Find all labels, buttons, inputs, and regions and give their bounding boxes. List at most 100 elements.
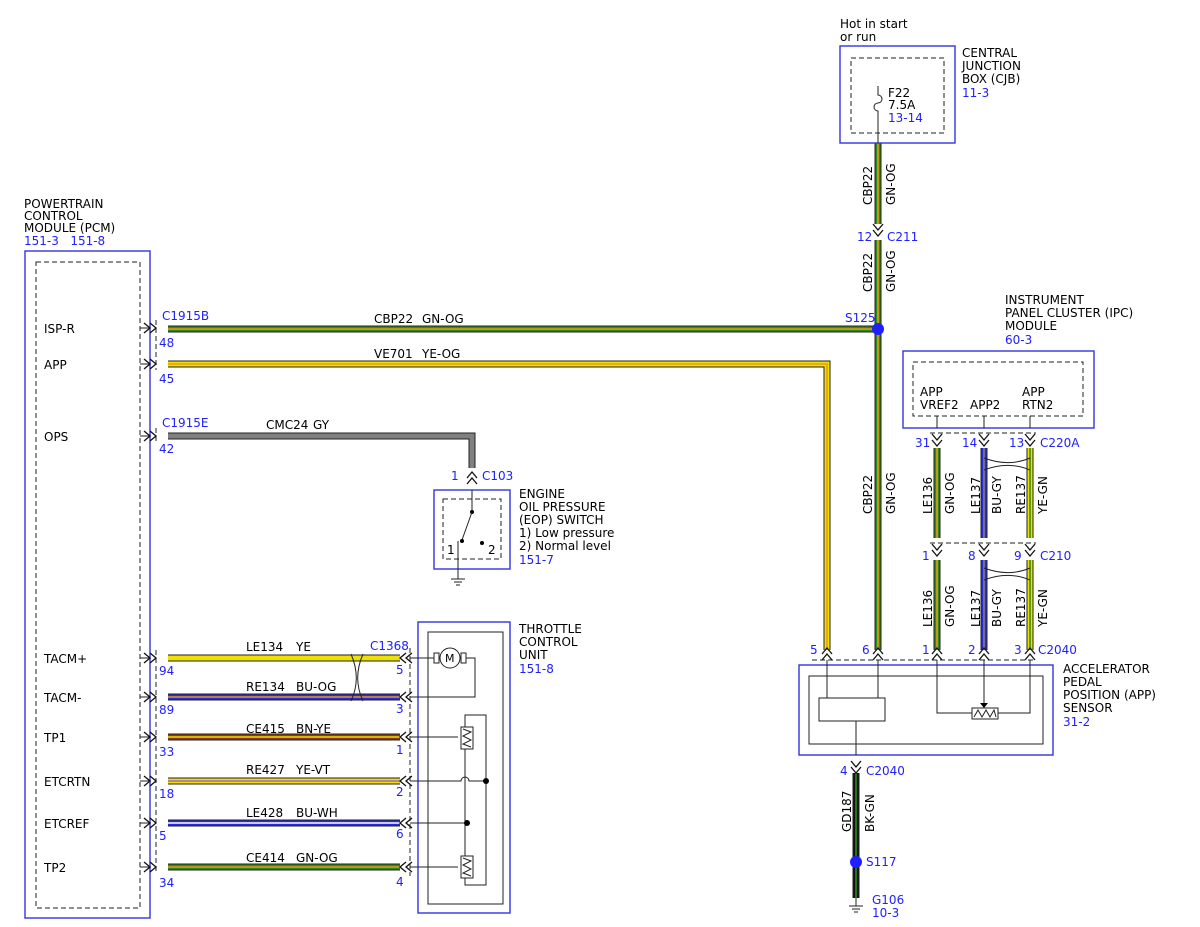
wire-label-le137-b-color: BU-GY (990, 589, 1004, 627)
fuse-rating: 7.5A (888, 98, 916, 112)
wire-label-cbp22-low-color: GN-OG (884, 472, 898, 514)
pcm-module: POWERTRAIN CONTROL MODULE (PCM) 151-3 15… (24, 197, 157, 919)
cjb-title-1: CENTRAL (962, 46, 1017, 60)
tcu-pinnum-3: 3 (396, 702, 404, 716)
ipc-module: INSTRUMENT PANEL CLUSTER (IPC) MODULE 60… (902, 293, 1133, 429)
wire-label-cmc24-circuit: CMC24 (266, 418, 308, 432)
motor-icon: M (433, 647, 467, 669)
tcu-pinnum-1: 1 (396, 743, 404, 757)
splice-s117: S117 (866, 855, 897, 869)
app-sensor-potentiometer-icon (971, 703, 999, 720)
wire-ve701-stripe (168, 363, 828, 650)
ipc-title-1: INSTRUMENT (1005, 293, 1084, 307)
wire-label-le136-a-color: GN-OG (943, 472, 957, 514)
app-pinnum-3: 3 (1014, 643, 1022, 657)
wire-label-gd187-color: BK-GN (863, 794, 877, 832)
wire-label-cbp22-color: GN-OG (422, 312, 464, 326)
c220a-arrow-2 (1024, 433, 1036, 448)
pcm-pinnum-33: 33 (159, 745, 174, 759)
wire-label-re137-b-color: YE-GN (1036, 589, 1050, 628)
wire-label-re137-a-color: YE-GN (1036, 476, 1050, 515)
c210-pinnum-9: 9 (1014, 549, 1022, 563)
pcm-pin-tacm-plus: TACM+ (43, 652, 87, 666)
tp2-sensor-icon (460, 855, 474, 879)
wire-label-le136-b-circuit: LE136 (921, 590, 935, 627)
c2040-bottom-pin: 4 (840, 764, 848, 778)
pcm-pin-ops: OPS (44, 430, 68, 444)
pcm-pin-etcref: ETCREF (44, 817, 90, 831)
eop-switch: 1 C103 1 2 ENGINE OIL PRESSURE (EOP) SWI… (433, 469, 614, 586)
c210-pinnum-8: 8 (968, 549, 976, 563)
wire-label-le428-color: BU-WH (296, 806, 338, 820)
wire-label-le134-circuit: LE134 (246, 640, 283, 654)
c2040-arrow-4 (1024, 646, 1036, 661)
c211-pin: 12 (857, 230, 872, 244)
ipc-title-2: PANEL CLUSTER (IPC) (1005, 306, 1133, 320)
tcu-connector-arrow-4 (398, 817, 413, 829)
c103-arrow (466, 470, 478, 485)
wire-label-le136-b-color: GN-OG (943, 585, 957, 627)
ground-icon-g106 (849, 898, 863, 913)
c2040-arrow-3 (978, 646, 990, 661)
app-ref: 31-2 (1063, 715, 1090, 729)
pcm-pin-tp2: TP2 (43, 861, 66, 875)
c210-arrow-1 (978, 543, 990, 558)
wire-ve701-outline (168, 360, 831, 650)
app-title-4: SENSOR (1063, 701, 1113, 715)
c2040-bottom-arrow (850, 760, 862, 775)
eop-pos2: 2 (488, 543, 496, 557)
wire-label-ce415-circuit: CE415 (246, 722, 285, 736)
wire-label-re427-color: YE-VT (295, 763, 331, 777)
wire-label-ce414-circuit: CE414 (246, 851, 285, 865)
pcm-pinnum-5: 5 (159, 829, 167, 843)
cjb-title-2: JUNCTION (961, 59, 1021, 73)
fuse-ref: 13-14 (888, 111, 923, 125)
tp1-sensor-icon (460, 726, 474, 750)
ipc-pin-app2-label: APP2 (970, 398, 1000, 412)
wire-label-cbp22-mid-circuit: CBP22 (861, 253, 875, 292)
app-pinnum-6: 6 (862, 643, 870, 657)
wire-label-re137-a-circuit: RE137 (1014, 475, 1028, 514)
ground-ref: 10-3 (872, 906, 899, 920)
connector-c2040-top: C2040 (1038, 643, 1077, 657)
tcu-pinnum-2: 2 (396, 785, 404, 799)
ground-name: G106 (872, 893, 904, 907)
pcm-pinnum-42: 42 (159, 442, 174, 456)
pcm-pin-isp-r: ISP-R (44, 322, 75, 336)
pcm-title-1: POWERTRAIN (24, 197, 104, 211)
wires-layer (168, 143, 1034, 898)
pcm-connector-arrow-2 (143, 430, 158, 442)
ipc-pin-rtn2-label: RTN2 (1022, 398, 1053, 412)
twisted-pair-icon-upper (983, 457, 1031, 471)
pcm-connector-arrow-1 (143, 358, 158, 370)
wire-label-cbp22-circuit: CBP22 (374, 312, 413, 326)
tcu-title-1: THROTTLE (518, 622, 582, 636)
fuse-name: F22 (888, 86, 910, 100)
connector-c1915e: C1915E (162, 416, 209, 430)
wire-label-gd187-circuit: GD187 (840, 791, 854, 832)
svg-text:M: M (445, 652, 455, 665)
app-sensor: 5 6 1 2 3 C2040 ACCELERATOR PEDAL POSITI… (798, 643, 1156, 756)
pcm-connector-arrow-8 (143, 861, 158, 873)
pcm-connector-arrow-4 (143, 691, 158, 703)
app-pinnum-2: 2 (968, 643, 976, 657)
wire-label-re427-circuit: RE427 (246, 763, 285, 777)
switch-contact-icon (461, 511, 473, 541)
tcu-pinnum-6: 6 (396, 827, 404, 841)
wire-label-re137-b-circuit: RE137 (1014, 588, 1028, 627)
wire-label-cbp22-low-circuit: CBP22 (861, 475, 875, 514)
tcu-title-3: UNIT (519, 648, 548, 662)
c103-pin: 1 (451, 469, 459, 483)
tcu-connector-arrow-5 (398, 861, 413, 873)
ipc-pinnum-31: 31 (915, 436, 930, 450)
eop-title-4: 1) Low pressure (519, 526, 614, 540)
cjb-header-2: or run (840, 30, 876, 44)
ipc-ref: 60-3 (1005, 333, 1032, 347)
connector-c103: C103 (482, 469, 513, 483)
pcm-title-2: CONTROL (24, 209, 83, 223)
connector-c211: C211 (887, 230, 918, 244)
wire-label-le136-a-circuit: LE136 (921, 477, 935, 514)
eop-ref: 151-7 (519, 553, 554, 567)
c1368-label: C1368 (370, 639, 409, 653)
